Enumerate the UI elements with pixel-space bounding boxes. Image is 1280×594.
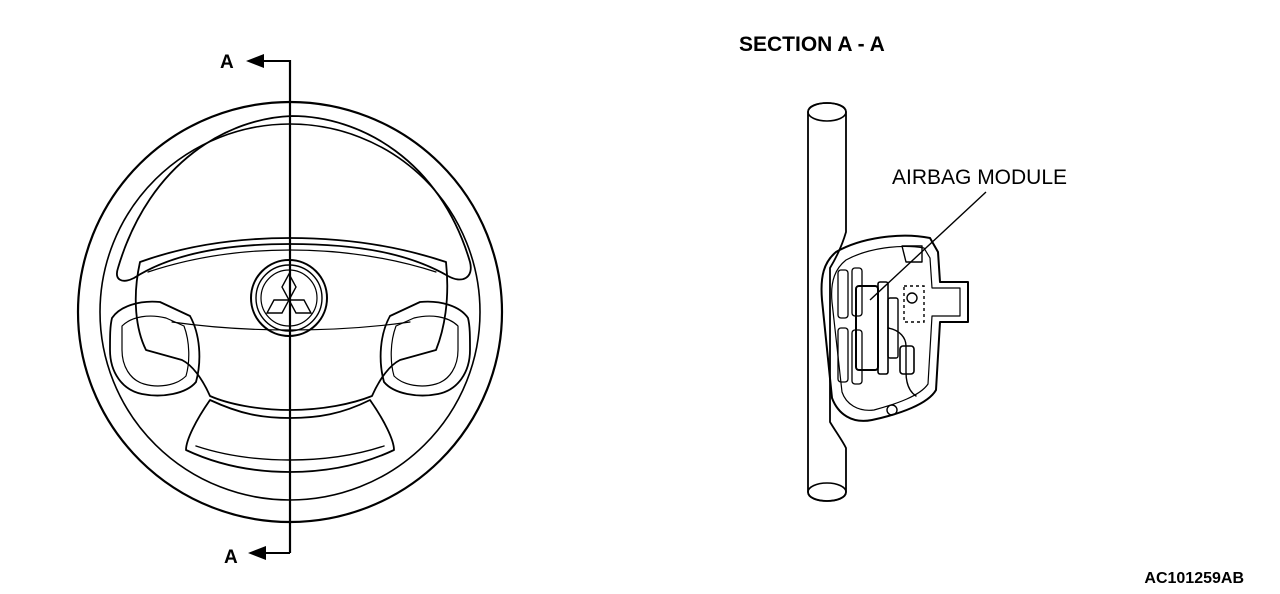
left-spoke-inner [121, 315, 190, 387]
section-title: SECTION A - A [739, 33, 885, 56]
fastener-icon [906, 292, 918, 304]
rim-cylinder-top-cap [807, 102, 847, 122]
connector-wire [887, 327, 917, 397]
pad-slot-1 [837, 269, 849, 319]
pad-slot-3 [837, 327, 849, 383]
callout-leader-line [869, 191, 987, 301]
rim-cylinder-bottom-cap [807, 482, 847, 502]
inflator-back-plate [877, 281, 889, 375]
figure-code: AC101259AB [1144, 570, 1244, 587]
airbag-pad [134, 237, 449, 411]
horn-contact-icon [886, 404, 898, 416]
left-spoke [109, 300, 201, 397]
section-marker-top: A [220, 52, 234, 73]
steering-wheel-front-view: A A [76, 52, 504, 568]
upper-opening [116, 115, 472, 282]
connector-icon [899, 345, 915, 375]
hub-housing-inner [831, 245, 961, 411]
airbag-module-label: AIRBAG MODULE [892, 166, 1067, 189]
right-spoke-inner [390, 315, 459, 387]
section-arrow-top-head-icon [246, 54, 264, 68]
mounting-bracket [903, 285, 925, 323]
corner-detail [901, 245, 923, 263]
inflator-body [855, 285, 879, 371]
section-marker-bottom: A [224, 547, 238, 568]
right-spoke [379, 300, 471, 397]
section-a-a-view: SECTION A - A AIRBAG MODULE [739, 33, 1067, 502]
rim-cylinder [807, 102, 847, 502]
section-arrow-bottom-head-icon [248, 546, 266, 560]
hub-housing [820, 234, 969, 422]
